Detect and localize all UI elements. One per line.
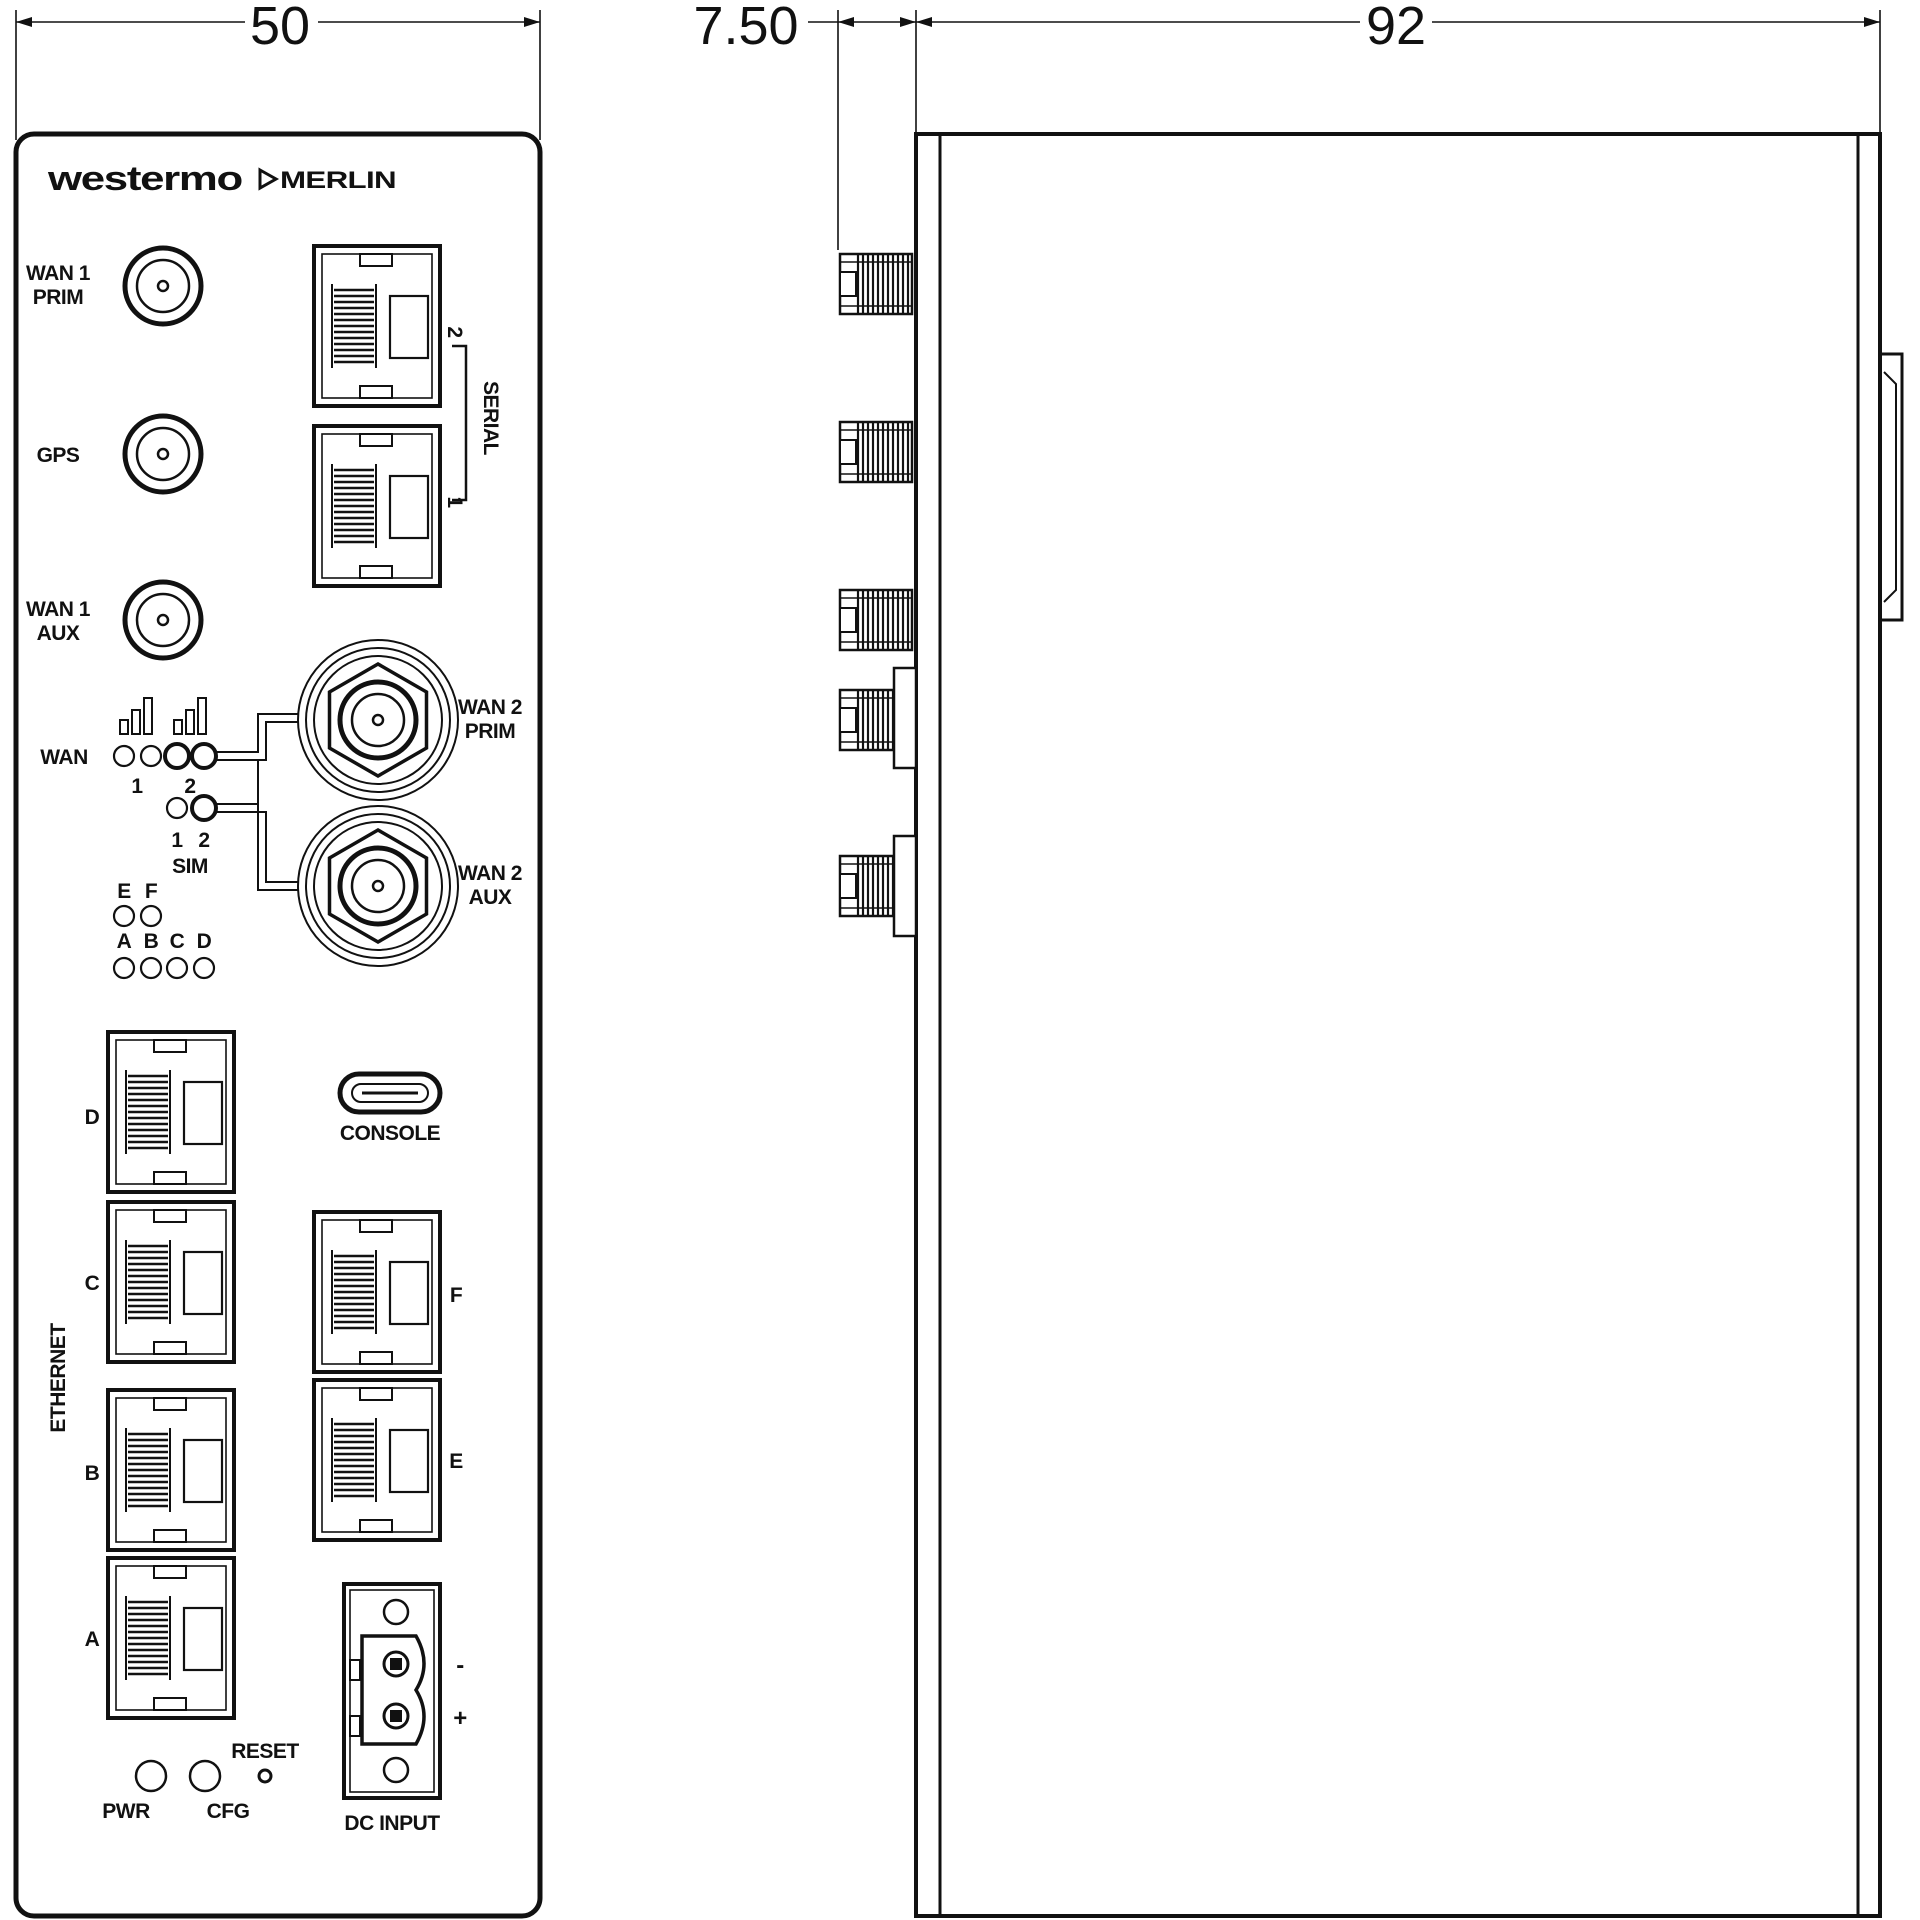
dc-plus-label: + (453, 1705, 467, 1732)
gps-label: GPS (37, 444, 80, 467)
wan1-prim-antenna (125, 248, 201, 324)
gps-antenna (125, 416, 201, 492)
dimension-width: 50 (250, 0, 310, 56)
serial-port-1 (312, 424, 442, 588)
dimension-depth: 92 (1366, 0, 1426, 56)
wan-led-label: WAN (40, 746, 88, 769)
cfg-label: CFG (207, 1800, 250, 1823)
led-c-label: C (170, 930, 185, 953)
console-usb-port (337, 1071, 443, 1115)
wan-led-2-label: 2 (184, 775, 195, 798)
wan2-prim-label-line1: WAN 2 (458, 696, 522, 719)
led-f-label: F (145, 880, 158, 903)
ethernet-label: ETHERNET (47, 1323, 70, 1433)
dimension-connector-depth: 7.50 (693, 0, 798, 56)
pwr-label: PWR (102, 1800, 150, 1823)
ethernet-port-c-label: C (85, 1272, 100, 1295)
wan2-prim-label-line2: PRIM (465, 720, 516, 743)
led-routing-lines (216, 713, 300, 891)
dc-input-terminal (342, 1582, 442, 1800)
ethernet-leds (112, 904, 216, 980)
wan-led-1-label: 1 (131, 775, 143, 798)
sim-label: SIM (172, 855, 208, 878)
ethernet-port-d-label: D (85, 1106, 100, 1129)
cfg-led (188, 1759, 222, 1793)
ethernet-port-e-label: E (449, 1450, 463, 1473)
ethernet-port-e (312, 1378, 442, 1542)
ethernet-port-b-label: B (85, 1462, 100, 1485)
wan1-aux-antenna (125, 582, 201, 658)
reset-button[interactable] (257, 1768, 273, 1784)
wan1-prim-label-line2: PRIM (33, 286, 84, 309)
reset-label: RESET (231, 1740, 299, 1763)
led-d-label: D (197, 930, 212, 953)
ethernet-port-c (106, 1200, 236, 1364)
dc-input-label: DC INPUT (344, 1812, 440, 1835)
wan2-aux-antenna (298, 806, 458, 966)
product-name: MERLIN (280, 167, 396, 194)
wan2-prim-antenna (298, 640, 458, 800)
sim-2-label: 2 (198, 829, 209, 852)
serial-port-2-label: 2 (443, 326, 466, 337)
wan1-aux-label-line1: WAN 1 (26, 598, 91, 621)
serial-port-2 (312, 244, 442, 408)
serial-port-1-label: 1 (443, 496, 466, 508)
ethernet-port-f-label: F (450, 1284, 463, 1307)
dc-minus-label: - (456, 1652, 464, 1679)
led-e-label: E (117, 880, 131, 903)
wan2-aux-label-line1: WAN 2 (458, 862, 522, 885)
play-icon (258, 167, 280, 191)
ethernet-port-a (106, 1556, 236, 1720)
side-connectors (838, 252, 918, 938)
ethernet-port-a-label: A (85, 1628, 100, 1651)
wan1-aux-label-line2: AUX (37, 622, 80, 645)
brand-logo: westermo (47, 160, 243, 198)
led-b-label: B (144, 930, 159, 953)
console-label: CONSOLE (340, 1122, 441, 1145)
pwr-led (134, 1759, 168, 1793)
side-view (914, 132, 1904, 1918)
sim-1-label: 1 (171, 829, 183, 852)
led-a-label: A (117, 930, 132, 953)
serial-bracket (452, 344, 468, 502)
dimension-lines (15, 10, 1881, 250)
signal-bars-icon (119, 697, 207, 735)
wan-leds (112, 742, 218, 822)
wan2-aux-label-line2: AUX (469, 886, 512, 909)
ethernet-port-d (106, 1030, 236, 1194)
ethernet-port-f (312, 1210, 442, 1374)
wan1-prim-label-line1: WAN 1 (26, 262, 91, 285)
ethernet-port-b (106, 1388, 236, 1552)
serial-label: SERIAL (479, 381, 502, 456)
